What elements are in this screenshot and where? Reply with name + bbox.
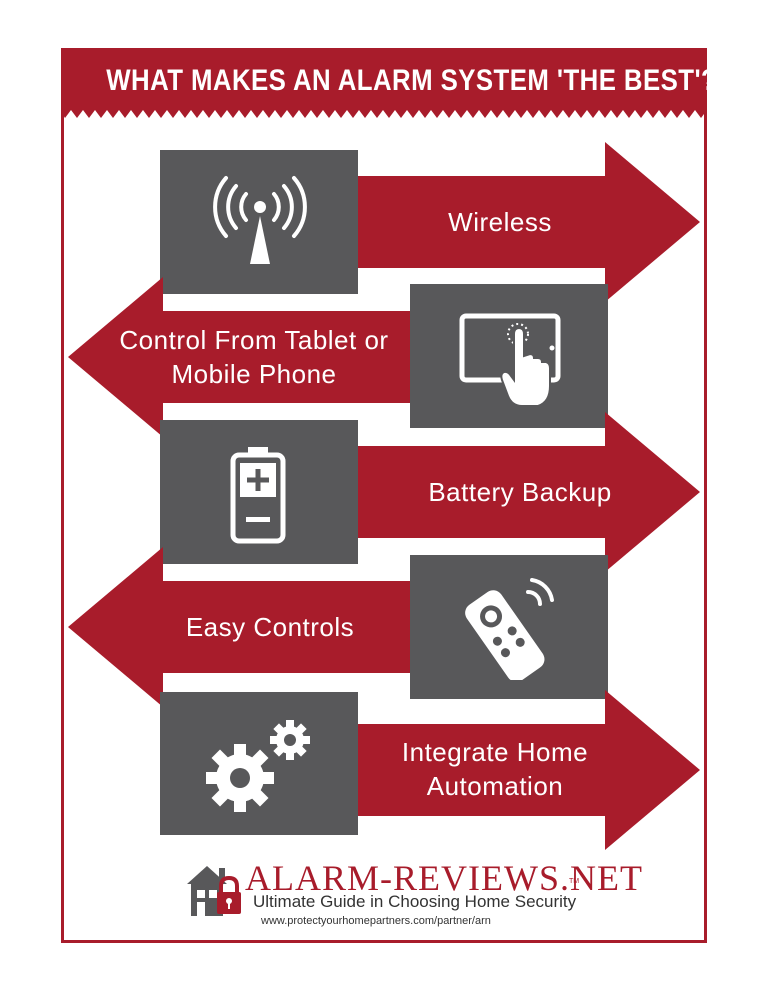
trademark: TM	[569, 878, 580, 885]
arrow-right-wireless	[340, 142, 700, 302]
remote-control-icon	[465, 578, 554, 680]
battery-icon	[230, 447, 286, 544]
gears-icon	[206, 720, 310, 812]
feature-box-tablet	[410, 284, 608, 428]
brand-name: ALARM-REVIEWS.NET	[245, 858, 643, 898]
banner-shape	[61, 48, 707, 118]
feature-label-battery: Battery Backup	[428, 477, 612, 507]
title-banner	[61, 48, 707, 118]
house-lock-icon	[187, 866, 241, 916]
feature-label-tablet: Control From Tablet or Mobile Phone	[119, 325, 389, 389]
feature-label-automation: Integrate Home Automation	[401, 737, 589, 801]
footer-url[interactable]: www.protectyourhomepartners.com/partner/…	[261, 915, 491, 927]
wireless-tower-icon	[213, 176, 307, 264]
arrow-left-controls	[68, 547, 433, 707]
feature-label-wireless: Wireless	[448, 207, 552, 237]
page-title: WHAT MAKES AN ALARM SYSTEM 'THE BEST'?	[106, 64, 718, 97]
footer-logo: ALARM-REVIEWS.NET TM Ultimate Guide in C…	[183, 858, 642, 928]
arrow-right-automation	[340, 690, 700, 850]
brand-tagline: Ultimate Guide in Choosing Home Security	[253, 892, 577, 911]
tablet-touch-icon	[459, 313, 561, 407]
arrow-right-battery	[340, 412, 700, 572]
arrow-left-tablet	[68, 277, 433, 437]
feature-label-controls: Easy Controls	[185, 612, 355, 642]
